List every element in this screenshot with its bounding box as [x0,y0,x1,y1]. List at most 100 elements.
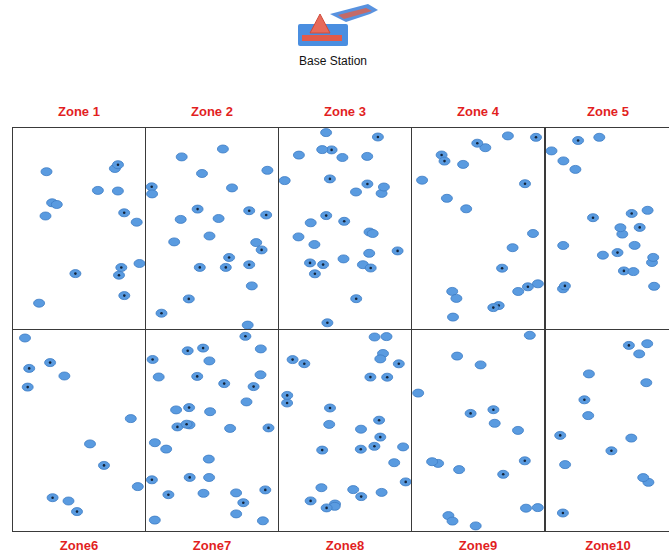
sensor-dot [615,224,626,232]
sensor-center [151,358,154,361]
sensor-center [610,450,613,453]
sensor-dot [365,264,376,272]
sensor-dot [649,282,660,290]
sensor-dot [498,470,509,478]
sensor-dot [634,350,645,358]
sensor-dot [461,205,472,213]
sensor-dot [597,251,608,259]
zone-box: Zone8 [278,329,412,532]
sensor-dot [112,187,123,195]
sensor-dot [287,356,298,364]
sensor-dot [34,299,45,307]
sensor-center [440,154,443,157]
sensor-dot [22,383,33,391]
sensor-center [252,385,255,388]
sensor-dot [131,218,142,226]
sensor-center [577,139,580,142]
sensor-dot [257,517,268,525]
sensor-dot [413,389,424,397]
sensor-center [559,434,562,437]
sensor-dot [116,264,127,272]
sensor-center [325,507,328,510]
sensor-center [314,273,317,276]
sensor-dot [638,474,649,482]
sensor-dot [41,168,52,176]
sensor-dot [238,499,249,507]
sensor-center [501,267,504,270]
sensor-dot [427,458,438,466]
sensor-center [396,250,399,253]
sensor-dot [161,445,172,453]
sensor-dot [606,447,617,455]
sensor-center [223,382,226,385]
sensor-dot [398,443,409,451]
sensor-dot [374,416,385,424]
sensor-center [583,399,586,402]
sensor-dot [132,483,143,491]
sensor-dot [149,439,160,447]
sensor-center [377,136,380,139]
sensor-dot [99,461,110,469]
sensor-center [103,464,106,467]
sensor-center [248,209,251,212]
zone-label: Zone 4 [412,104,544,119]
sensor-center [150,186,153,189]
sensor-center [248,263,251,266]
sensor-center [623,270,626,273]
sensor-dot [279,177,290,185]
sensor-center [225,266,228,269]
sensor-dot [59,372,70,380]
sensor-center [74,272,77,275]
sensor-center [562,512,565,515]
sensor-dot [204,232,215,240]
sensor-dot [45,359,56,367]
sensor-dot [588,214,599,222]
sensor-dot [439,157,450,165]
zone-box: Zone7 [145,329,279,532]
sensor-dot [293,233,304,241]
sensor-dot [524,331,535,339]
sensor-dot [393,360,404,368]
sensor-dot [20,334,31,342]
sensor-center [228,256,231,259]
sensor-dot [282,399,293,407]
sensor-dot [372,133,383,141]
sensor-center [628,344,631,347]
sensor-center [502,473,505,476]
zone-box: Zone 1 [12,127,146,330]
sensor-center [196,208,199,211]
sensor-center [123,212,126,215]
sensor-center [286,402,289,405]
sensor-dot [507,244,518,252]
sensor-dot [197,170,208,178]
sensor-center [326,322,329,325]
sensor-dot [318,261,329,269]
sensor-dot [262,166,273,174]
zone-box: Zone 3 [278,127,412,330]
sensor-dot [260,486,271,494]
sensor-dot [134,260,145,268]
sensor-dot [570,165,581,173]
sensor-dot [594,133,605,141]
sensor-center [469,412,472,415]
sensor-dot [241,398,252,406]
sensor-dot [181,420,192,428]
sensor-dot [558,242,569,250]
sensor-center [404,481,407,484]
zone-label: Zone7 [146,538,278,553]
sensor-center [188,298,191,301]
sensor-dot [555,431,566,439]
sensor-center [186,350,189,353]
sensor-center [330,149,333,152]
sensor-dot [356,425,367,433]
sensor-center [188,476,191,479]
sensor-dot [204,474,215,482]
sensor-dot [47,494,58,502]
sensor-dot [147,190,158,198]
sensor-dot [146,476,157,484]
sensor-dot [338,255,349,263]
sensor-center [527,286,530,289]
sensor-dot [452,352,463,360]
sensor-dot [356,493,367,501]
